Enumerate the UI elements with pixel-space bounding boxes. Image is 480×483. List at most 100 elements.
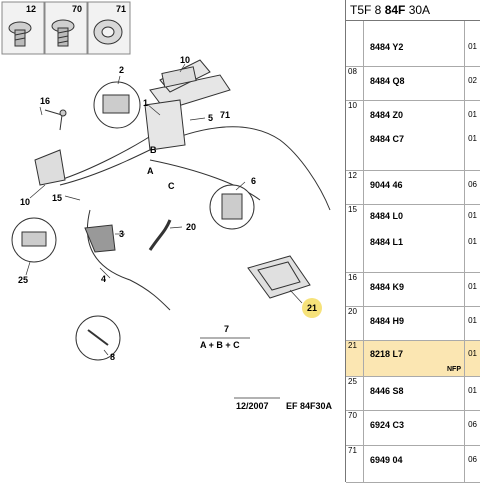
section-number: 12 bbox=[346, 171, 364, 204]
quantity-column bbox=[464, 377, 480, 410]
part-reference[interactable]: 8484 C7 bbox=[370, 134, 405, 144]
callout-10-top: 10 bbox=[180, 55, 190, 65]
part-reference[interactable]: 8484 K9 bbox=[370, 282, 405, 292]
callout-12: 12 bbox=[26, 4, 36, 14]
part-quantity: 06 bbox=[468, 180, 477, 189]
quantity-column bbox=[464, 307, 480, 340]
callout-7: 7 bbox=[224, 324, 229, 334]
part-reference[interactable]: 8484 L0 bbox=[370, 211, 404, 221]
section-number: 20 bbox=[346, 307, 364, 340]
table-row: 70 6924 C3 06 bbox=[346, 411, 480, 446]
callout-5: 5 bbox=[208, 113, 213, 123]
part-21-mat bbox=[247, 255, 311, 299]
header-prefix: T5F 8 bbox=[350, 3, 385, 17]
part-reference[interactable]: 8484 H9 bbox=[370, 316, 405, 326]
section-number: 15 bbox=[346, 205, 364, 272]
callout-71-thumb: 71 bbox=[116, 4, 126, 14]
part-2-detail bbox=[93, 81, 141, 129]
part-8-detail bbox=[75, 315, 121, 361]
part-reference[interactable]: 6949 04 bbox=[370, 455, 403, 465]
quantity-column bbox=[464, 101, 480, 170]
callout-3: 3 bbox=[119, 229, 124, 239]
callout-20: 20 bbox=[186, 222, 196, 232]
label-c: C bbox=[168, 181, 175, 191]
quantity-column bbox=[464, 273, 480, 306]
quantity-column bbox=[464, 21, 480, 66]
callout-10-left: 10 bbox=[20, 197, 30, 207]
table-row: 71 6949 04 06 bbox=[346, 446, 480, 483]
table-row: 15 8484 L0 01 8484 L1 01 bbox=[346, 205, 480, 273]
part-reference[interactable]: 8484 L1 bbox=[370, 237, 404, 247]
washer-71-icon bbox=[93, 19, 123, 45]
table-row: 25 8446 S8 01 bbox=[346, 377, 480, 411]
callout-1: 1 bbox=[143, 98, 148, 108]
table-row: 8484 Y2 01 bbox=[346, 21, 480, 67]
part-6-detail bbox=[209, 184, 255, 230]
part-reference[interactable]: 8484 Y2 bbox=[370, 42, 404, 52]
part-quantity: 02 bbox=[468, 76, 477, 85]
nfp-note: NFP bbox=[447, 366, 461, 373]
part-quantity: 01 bbox=[468, 134, 477, 143]
table-header: T5F 8 84F 30A bbox=[346, 0, 480, 21]
part-reference[interactable]: 8446 S8 bbox=[370, 386, 404, 396]
leader-lines bbox=[25, 63, 303, 356]
section-number: 25 bbox=[346, 377, 364, 410]
callout-21-bubble bbox=[302, 298, 322, 318]
row-refs: 8484 Y2 01 bbox=[364, 21, 480, 66]
callout-2: 2 bbox=[119, 65, 124, 75]
callout-25: 25 bbox=[18, 275, 28, 285]
part-quantity: 06 bbox=[468, 455, 477, 464]
callout-8: 8 bbox=[110, 352, 115, 362]
table-row: 08 8484 Q8 02 bbox=[346, 67, 480, 101]
table-row: 12 9044 46 06 bbox=[346, 171, 480, 205]
part-quantity: 01 bbox=[468, 237, 477, 246]
part-quantity: 01 bbox=[468, 316, 477, 325]
part-quantity: 01 bbox=[468, 349, 477, 358]
part-quantity: 01 bbox=[468, 386, 477, 395]
part-reference[interactable]: 9044 46 bbox=[370, 180, 403, 190]
table-row: 20 8484 H9 01 bbox=[346, 307, 480, 341]
callout-16: 16 bbox=[40, 96, 50, 106]
row-refs: 8484 Q8 02 bbox=[364, 67, 480, 100]
quantity-column bbox=[464, 205, 480, 272]
callout-15: 15 bbox=[52, 193, 62, 203]
row-refs: 6949 04 06 bbox=[364, 446, 480, 482]
section-number: 08 bbox=[346, 67, 364, 100]
section-number: 71 bbox=[346, 446, 364, 482]
callout-4: 4 bbox=[101, 274, 106, 284]
callout-70: 70 bbox=[72, 4, 82, 14]
row-refs: 8484 H9 01 bbox=[364, 307, 480, 340]
part-reference[interactable]: 8484 Z0 bbox=[370, 110, 404, 120]
part-quantity: 06 bbox=[468, 420, 477, 429]
part-reference[interactable]: 8218 L7 bbox=[370, 349, 404, 359]
section-number: 70 bbox=[346, 411, 364, 445]
quantity-column bbox=[464, 67, 480, 100]
part-16-sensor bbox=[44, 109, 67, 131]
callout-71-diagram: 71 bbox=[220, 110, 230, 120]
part-quantity: 01 bbox=[468, 211, 477, 220]
part-20-clip bbox=[148, 219, 172, 251]
part-quantity: 01 bbox=[468, 42, 477, 51]
section-number: 21 bbox=[346, 341, 364, 376]
part-10-bracket bbox=[161, 66, 197, 88]
footer-code: EF 84F30A bbox=[286, 401, 333, 411]
footer-date: 12/2007 bbox=[236, 401, 269, 411]
part-reference[interactable]: 6924 C3 bbox=[370, 420, 405, 430]
part-reference[interactable]: 8484 Q8 bbox=[370, 76, 405, 86]
label-a: A bbox=[147, 166, 154, 176]
quantity-column bbox=[464, 171, 480, 204]
callout-21: 21 bbox=[307, 303, 317, 313]
part-25-detail bbox=[11, 217, 57, 263]
row-refs: 8446 S8 01 bbox=[364, 377, 480, 410]
row-refs: 9044 46 06 bbox=[364, 171, 480, 204]
part-3-pad bbox=[84, 224, 116, 253]
section-number: 10 bbox=[346, 101, 364, 170]
section-number: 16 bbox=[346, 273, 364, 306]
row-refs: 8484 L0 01 8484 L1 01 bbox=[364, 205, 480, 272]
screw-12-icon bbox=[8, 21, 32, 47]
